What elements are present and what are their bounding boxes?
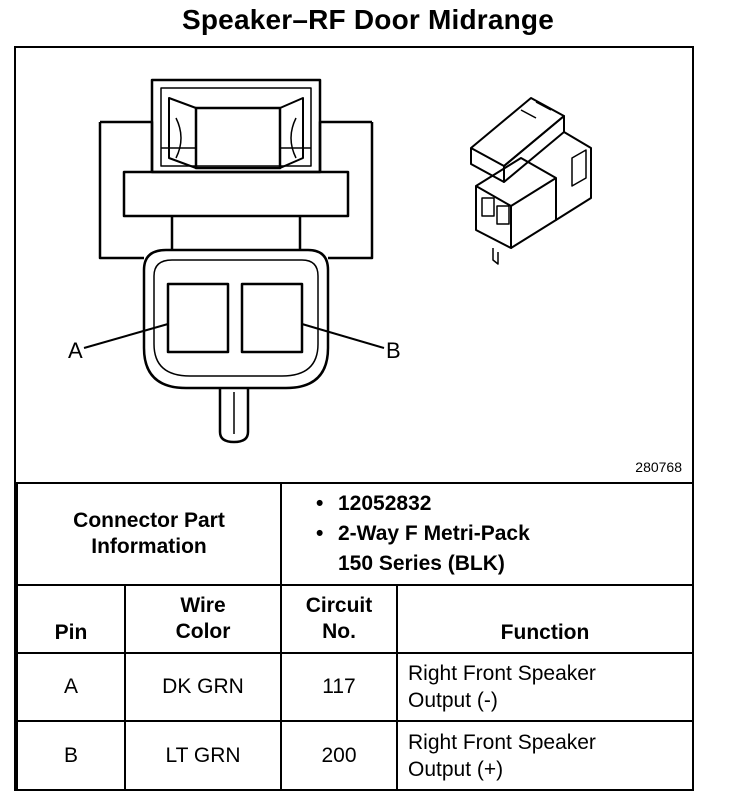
- table-row: B LT GRN 200 Right Front Speaker Output …: [16, 720, 694, 791]
- latch-bar: [194, 106, 282, 170]
- connector-description: 2-Way F Metri-Pack: [314, 519, 692, 549]
- leader-line-b: [301, 323, 385, 349]
- latch-frame-outline: [150, 78, 322, 174]
- connector-description-cont: 150 Series (BLK): [338, 552, 505, 575]
- connector-info-label: Connector Part Information: [16, 482, 282, 586]
- cavity-b: [240, 282, 304, 354]
- pin-cell: B: [16, 720, 126, 791]
- wire-color-cell: LT GRN: [124, 720, 282, 791]
- part-number: 12052832: [314, 489, 692, 519]
- function-cell: Right Front Speaker Output (+): [396, 720, 694, 791]
- connector-isometric-view: [470, 97, 592, 265]
- wire-color-cell: DK GRN: [124, 652, 282, 722]
- connector-info-details: 12052832 2-Way F Metri-Pack 150 Series (…: [280, 482, 694, 586]
- pin-cell: A: [16, 652, 126, 722]
- function-cell: Right Front Speaker Output (-): [396, 652, 694, 722]
- connector-face-drawing: A B: [68, 78, 592, 444]
- connector-info-row: Connector Part Information 12052832 2-Wa…: [16, 482, 694, 586]
- circuit-cell: 117: [280, 652, 398, 722]
- housing-left-wall: [98, 122, 144, 260]
- polarization-key: [218, 388, 250, 444]
- pin-label-a: A: [68, 338, 83, 363]
- figure-number: 280768: [635, 459, 682, 475]
- pin-label-b: B: [386, 338, 401, 363]
- connector-diagram-frame: A B 280768 Connector Part Information 12…: [14, 46, 694, 791]
- housing-band: [122, 170, 350, 218]
- header-wire-color: Wire Color: [124, 584, 282, 654]
- table-row: A DK GRN 117 Right Front Speaker Output …: [16, 652, 694, 722]
- cavity-a: [166, 282, 230, 354]
- table-header-row: Pin Wire Color Circuit No. Function: [16, 584, 694, 654]
- header-pin: Pin: [16, 584, 126, 654]
- connector-pinout-table: Connector Part Information 12052832 2-Wa…: [16, 482, 694, 791]
- header-function: Function: [396, 584, 694, 654]
- circuit-cell: 200: [280, 720, 398, 791]
- leader-line-a: [83, 323, 169, 349]
- connector-figure: A B 280768: [16, 48, 692, 484]
- page-title: Speaker–RF Door Midrange: [182, 4, 554, 35]
- housing-right-wall: [328, 122, 374, 260]
- header-circuit-no: Circuit No.: [280, 584, 398, 654]
- terminal-body-outline: [142, 248, 330, 390]
